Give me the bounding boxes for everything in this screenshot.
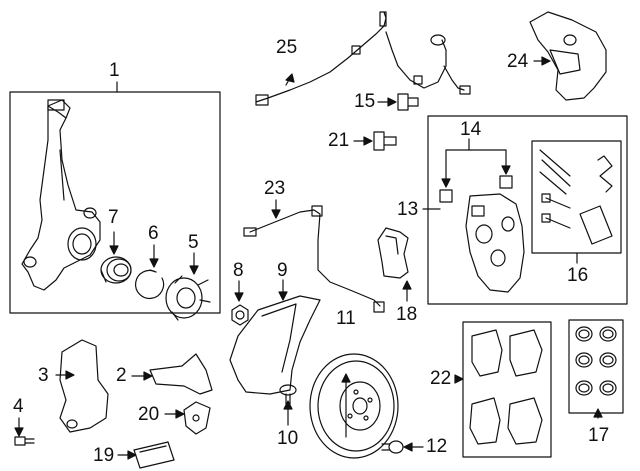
hex-nut (231, 304, 249, 326)
brake-pads (469, 329, 543, 445)
callout-9: 9 (277, 260, 288, 281)
arrows (14, 56, 603, 460)
callout-15: 15 (354, 91, 376, 112)
callout-10: 10 (277, 428, 299, 449)
callout-6: 6 (148, 223, 159, 244)
callout-8: 8 (233, 260, 244, 281)
bracket-bolt (14, 436, 35, 446)
callout-7: 7 (108, 207, 119, 228)
bleeder-screws (439, 175, 513, 203)
brake-pads-box (462, 321, 552, 458)
hardware-kit-box (531, 140, 622, 254)
bolt-21 (373, 131, 397, 151)
callout-12: 12 (426, 436, 448, 457)
knuckle-group-box (9, 91, 221, 314)
brake-rotor (309, 353, 399, 459)
callout-20: 20 (138, 404, 160, 425)
callout-25: 25 (276, 37, 298, 58)
steering-knuckle (21, 99, 101, 291)
callout-23: 23 (264, 178, 286, 199)
callout-14: 14 (460, 119, 482, 140)
wheel-speed-sensor (243, 205, 385, 313)
sensor-bracket (529, 11, 607, 101)
piston-seals (575, 326, 617, 396)
callout-4: 4 (13, 396, 24, 417)
air-deflector (149, 353, 213, 395)
leader-lines (116, 77, 599, 438)
snap-ring (135, 269, 165, 299)
callout-2: 2 (116, 365, 127, 386)
splash-shield (229, 295, 321, 395)
callout-21: 21 (328, 130, 350, 151)
brake-caliper (465, 193, 525, 293)
lower-bracket (59, 339, 109, 433)
heat-shield (133, 441, 175, 469)
callout-3: 3 (38, 365, 49, 386)
callout-1: 1 (109, 60, 120, 81)
shield-bolt (279, 384, 297, 405)
wheel-hub (165, 275, 211, 321)
callout-17: 17 (588, 425, 610, 446)
callout-13: 13 (397, 199, 419, 220)
caliper-group-box (427, 115, 628, 305)
callout-22: 22 (430, 368, 452, 389)
callout-5: 5 (188, 232, 199, 253)
callout-16: 16 (567, 265, 589, 286)
wheel-bearing (100, 256, 132, 284)
seals-box (568, 319, 624, 414)
callout-24: 24 (507, 51, 529, 72)
callout-19: 19 (93, 445, 115, 466)
speed-sensor-harness (255, 11, 471, 106)
pad-shim (377, 227, 409, 279)
hardware-kit (539, 149, 613, 245)
rotor-screw (381, 440, 404, 454)
callout-18: 18 (396, 304, 418, 325)
small-bracket (183, 401, 211, 435)
bolt-15 (397, 93, 419, 111)
callout-11: 11 (336, 308, 356, 329)
